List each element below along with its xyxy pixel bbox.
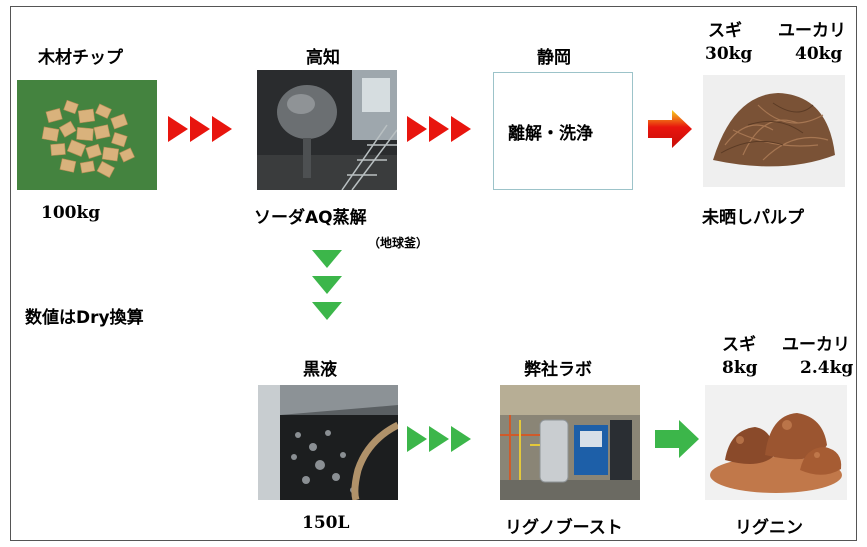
wood-chips-photo — [17, 80, 157, 190]
black-liquor-photo — [258, 385, 398, 500]
lignin-sugi-amount: 8kg — [722, 358, 758, 378]
dry-basis-note: 数値はDry換算 — [25, 308, 144, 328]
red-arrow — [429, 116, 449, 142]
kochi-note: （地球釜） — [368, 236, 429, 250]
pulp-product: 未晒しパルプ — [702, 208, 804, 228]
green-arrows — [407, 426, 471, 452]
red-arrows-1 — [168, 116, 232, 142]
big-green-arrow — [655, 420, 699, 458]
lab-title: 弊社ラボ — [524, 360, 592, 380]
woodchip-amount: 100kg — [41, 203, 101, 223]
washing-box: 離解・洗浄 — [493, 72, 633, 190]
lab-equipment-photo — [500, 385, 640, 500]
lignin-eucalyptus-amount: 2.4kg — [800, 358, 854, 378]
kochi-process: ソーダAQ蒸解 — [254, 208, 367, 228]
red-arrows-2 — [407, 116, 471, 142]
green-down-arrow — [312, 276, 342, 294]
green-arrow — [451, 426, 471, 452]
black-liquor-amount: 150L — [302, 513, 350, 533]
big-red-arrow — [648, 110, 692, 148]
pulp-sugi-amount: 30kg — [705, 44, 753, 64]
red-arrow — [407, 116, 427, 142]
pulp-sugi-label: スギ — [708, 21, 742, 41]
red-arrow — [212, 116, 232, 142]
lignin-product: リグニン — [735, 518, 803, 538]
green-down-arrows — [312, 250, 342, 320]
shizuoka-title: 静岡 — [537, 48, 571, 68]
red-arrow — [190, 116, 210, 142]
kochi-title: 高知 — [306, 48, 340, 68]
diagram-frame — [10, 6, 857, 541]
green-down-arrow — [312, 302, 342, 320]
lignin-sugi-label: スギ — [722, 335, 756, 355]
black-liquor-title: 黒液 — [303, 360, 337, 380]
lignin-eucalyptus-label: ユーカリ — [782, 335, 850, 355]
green-down-arrow — [312, 250, 342, 268]
woodchip-title: 木材チップ — [38, 48, 123, 68]
lab-process: リグノブースト — [505, 518, 623, 538]
green-arrow — [429, 426, 449, 452]
pulp-eucalyptus-amount: 40kg — [795, 44, 843, 64]
washing-label: 離解・洗浄 — [508, 124, 593, 144]
digester-photo — [257, 70, 397, 190]
pulp-photo — [703, 75, 845, 187]
lignin-photo — [705, 385, 847, 500]
red-arrow — [451, 116, 471, 142]
red-arrow — [168, 116, 188, 142]
green-arrow — [407, 426, 427, 452]
pulp-eucalyptus-label: ユーカリ — [778, 21, 846, 41]
